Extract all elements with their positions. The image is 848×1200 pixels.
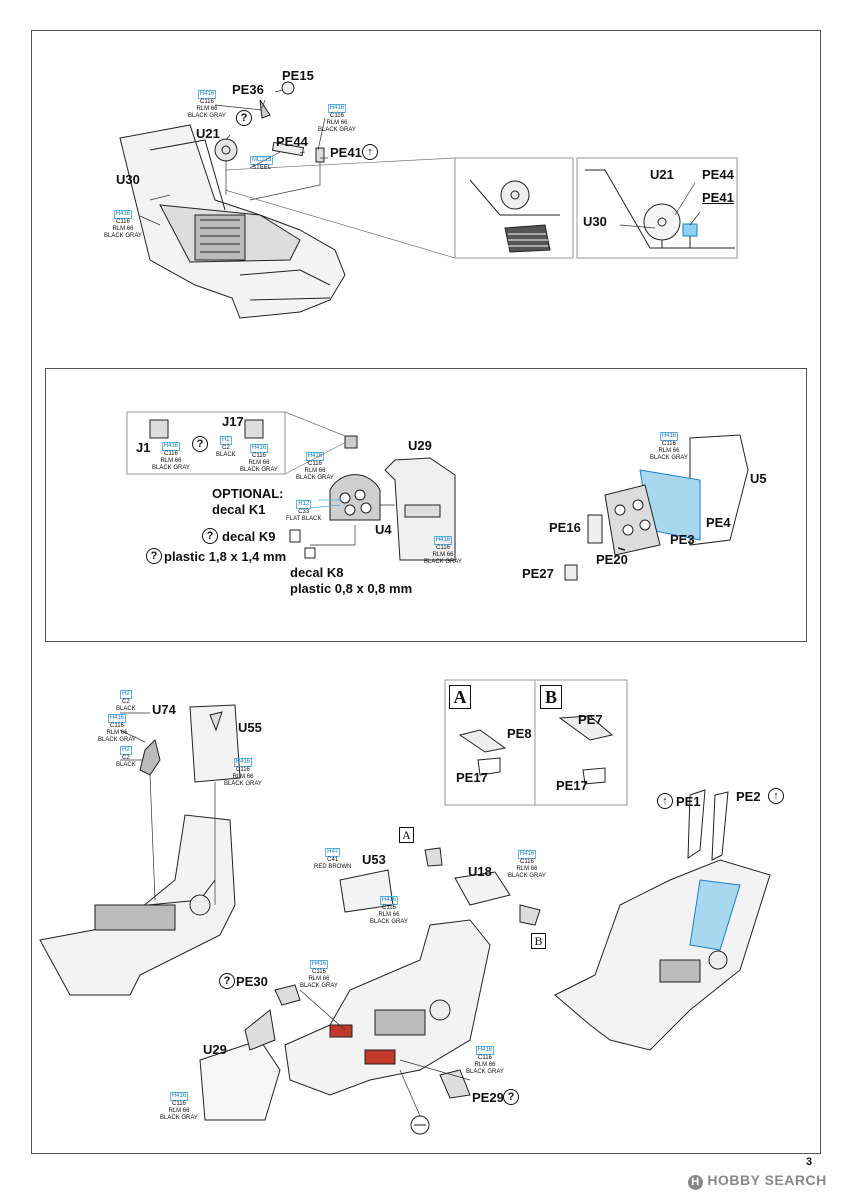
part-j1: J1: [136, 440, 151, 455]
detail-label-u21: U21: [650, 167, 674, 182]
question-icon: ?: [146, 548, 162, 564]
part-pe29: PE29: [472, 1090, 504, 1105]
option-a-marker: A: [399, 827, 414, 843]
part-pe41: PE41: [330, 145, 362, 160]
step3-left-drawing: [39, 704, 241, 996]
part-pe36: PE36: [232, 82, 264, 97]
part-pe4: PE4: [706, 515, 731, 530]
part-pe30: PE30: [236, 974, 268, 989]
part-u53: U53: [362, 852, 386, 867]
part-pe3: PE3: [670, 532, 695, 547]
part-j17: J17: [222, 414, 244, 429]
part-pe27: PE27: [522, 566, 554, 581]
plastic-1-label: plastic 1,8 x 1,4 mm: [164, 549, 287, 564]
part-u18: U18: [468, 864, 492, 879]
page-number: 3: [806, 1156, 813, 1168]
part-pe15: PE15: [282, 68, 314, 83]
question-icon: ?: [236, 110, 252, 126]
part-u21: U21: [196, 126, 220, 141]
step1-cockpit-drawing: [119, 81, 346, 319]
part-pe8: PE8: [507, 726, 532, 741]
decal-k9-label: decal K9: [222, 529, 276, 544]
part-pe1: PE1: [676, 794, 701, 809]
direction-icon: ↑: [768, 788, 784, 804]
part-u74: U74: [152, 702, 176, 717]
step1-detail-drawings: [224, 157, 738, 259]
part-u5: U5: [750, 471, 767, 486]
optional-decal: decal K1: [212, 502, 266, 517]
question-icon: ?: [503, 1089, 519, 1105]
detail-label-pe41: PE41: [702, 190, 734, 205]
part-u4: U4: [375, 522, 392, 537]
plastic-2-label: plastic 0,8 x 0,8 mm: [290, 581, 413, 596]
watermark: H HOBBY SEARCH: [688, 1172, 827, 1190]
page-border: [31, 30, 821, 1154]
part-pe2: PE2: [736, 789, 761, 804]
option-b-letter: B: [540, 685, 562, 709]
direction-icon: ↑: [362, 144, 378, 160]
step2-frame: [45, 368, 807, 642]
question-icon: ?: [219, 973, 235, 989]
part-pe17-b: PE17: [556, 778, 588, 793]
watermark-logo-icon: H: [688, 1175, 703, 1190]
detail-label-u30: U30: [583, 214, 607, 229]
part-u29: U29: [203, 1042, 227, 1057]
optional-label: OPTIONAL:: [212, 486, 284, 501]
detail-label-pe44: PE44: [702, 167, 734, 182]
step3-right-drawing: [554, 789, 771, 1051]
part-pe7: PE7: [578, 712, 603, 727]
option-b-marker: B: [531, 933, 546, 949]
part-u30: U30: [116, 172, 140, 187]
part-u29: U29: [408, 438, 432, 453]
option-a-letter: A: [449, 685, 471, 709]
part-pe16: PE16: [549, 520, 581, 535]
part-pe17-a: PE17: [456, 770, 488, 785]
step3-center-drawing: [199, 847, 541, 1135]
part-u55: U55: [238, 720, 262, 735]
part-pe44: PE44: [276, 134, 308, 149]
watermark-text: HOBBY SEARCH: [707, 1172, 827, 1188]
question-icon: ?: [202, 528, 218, 544]
direction-icon: ↑: [657, 793, 673, 809]
question-icon: ?: [192, 436, 208, 452]
part-pe20: PE20: [596, 552, 628, 567]
decal-k8-label: decal K8: [290, 565, 344, 580]
